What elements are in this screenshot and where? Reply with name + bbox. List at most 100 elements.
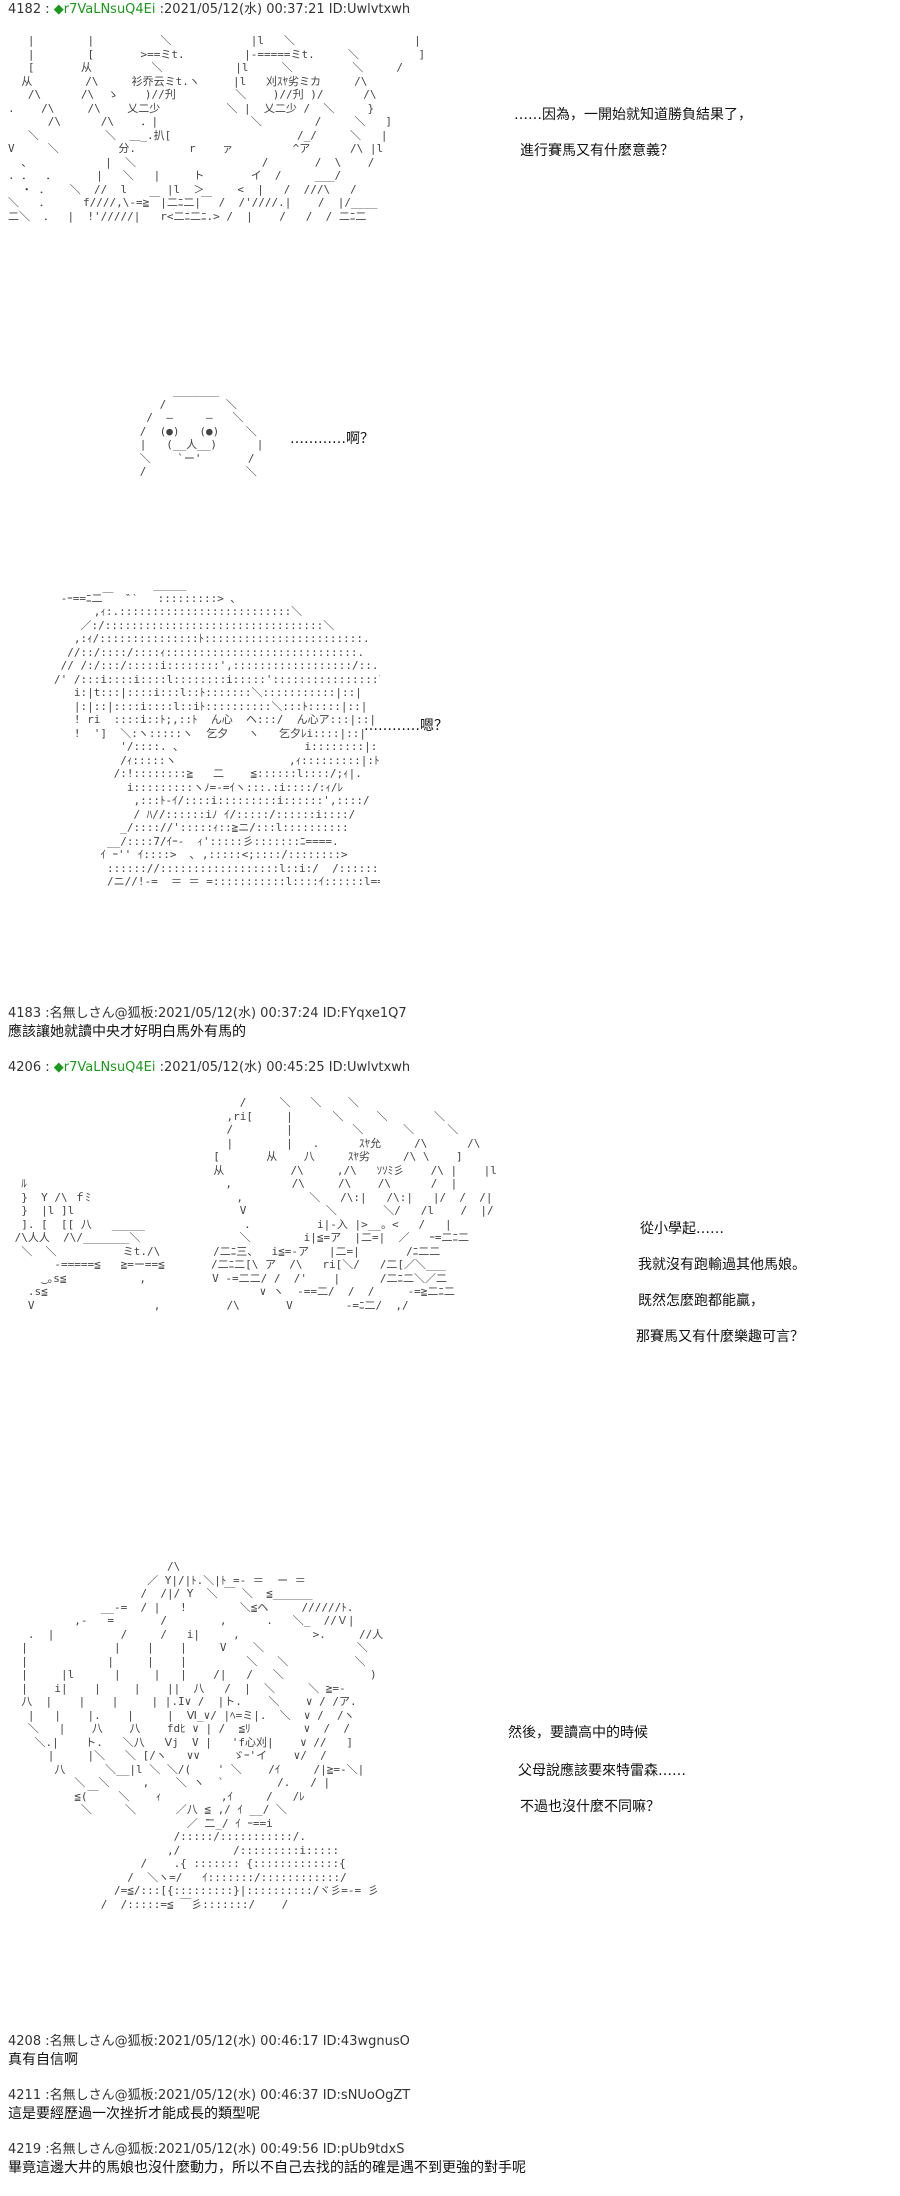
post-header: 4219 :名無しさん@狐板:2021/05/12(水) 00:49:56 ID… [8,2142,405,2157]
ascii-art-line: ,- = / , . ＼_ //Ｖ| [8,1614,355,1627]
ascii-art-line: / .{ ::::::: {:::::::::::::{ [8,1857,346,1870]
dialogue-line: ……因為，一開始就知道勝負結果了， [514,107,752,123]
ascii-art-line: ＼ `ー' / [100,451,255,465]
ascii-art-line: ｲ ｰ'' ｲ::::> ､ ,:::::<;::::/::::::::> [54,848,348,861]
ascii-art-line: ＼ ＼ ＿_.扒[ /_/ ＼ | [8,128,388,142]
ascii-art-line: /ｨ:::::ヽ ,ｨ:::::::::|:ﾄ. [54,753,380,767]
ascii-art-line: /' /:::i::::i::::l::::::::i:::::':::::::… [54,672,380,686]
ascii-art-line: /ニ//!-= ＝ ＝ =:::::::::::l::::ｲ::::::l===… [54,875,380,888]
ascii-art-line: ／ ̄二_/ ｲ ｰ==i [8,1816,273,1830]
post-header: 4206 : ◆r7VaLNsuQ4Ei :2021/05/12(水) 00:4… [8,1060,411,1075]
ascii-art-line: / /:::::=≦ ￣彡:::::::/ / [8,1897,289,1911]
ascii-art-girl-closeup: /\ ／ Y|/|ﾄ.＼|ﾄ =- ＝ ー ＝ / /|/ Y ＼ ￣ ＼ ≦_… [8,1560,498,1912]
ascii-art-line: / ＼ [100,465,257,478]
ascii-art-line: /\ /\ ゝ )//刋 ＼ )//刋 )/ /\ [8,88,377,101]
dialogue-line: 我就沒有跑輸過其他馬娘。 [638,1257,806,1273]
ascii-art-line: -=====≦ ≧=ー==≦ /二ﾆ二[\ ア /\ ri[＼/ /二[／＼__… [8,1258,446,1271]
ascii-art-line: / | ＼ ＼ ＼ [8,1123,459,1136]
ascii-art-line: /\ /\ ．| ＼ / ＼ ] [8,115,392,128]
ascii-art-line: ]. [ [[ 八 _____ . i|-入 |>__。< / | [8,1217,452,1231]
ascii-art-line: / /|/ Y ＼ ￣ ＼ ≦______ [8,1587,313,1600]
ascii-art-line: V , /\ V -=ﾆ二/ ,/ [8,1298,455,1312]
ascii-art-line: . ． ． | ＼ | ト イ / ___/ [8,169,342,182]
ascii-art-line: | | | | V ＼ ＼ [8,1641,368,1654]
ascii-art-line: 八 | | | | |.I∨ / |ト. ＼ ∨ / /ア. [8,1695,357,1708]
ascii-art-line: ‿｡s≦ , V -=二二/ / /' | /二ﾆ二＼／二 [8,1271,447,1285]
ascii-art-line: V ＼ 分. r ァ ^ア /\ |l [8,142,384,155]
ascii-art-line: |:|::|::::i::::l::iﾄ::::::::::＼:::ﾄ:::::… [54,699,368,713]
ascii-art-line: //::/::::/::::ｨ:::::::::::::::::::::::::… [54,645,365,659]
ascii-art-line: '/::::. ､ i::::::::|::ﾄ; [54,740,380,753]
ascii-art-line: | | | | ＼ ＼ ＼ [8,1654,366,1668]
post-header: 4208 :名無しさん@狐板:2021/05/12(水) 00:46:17 ID… [8,2034,410,2049]
dialogue-line: 既然怎麼跑都能贏， [638,1293,764,1309]
ascii-art-line: __-= / | ! ＼≦ヘ //////ﾄ. [8,1600,354,1614]
ascii-art-line: / ＼ ＼ ＼ [8,1096,359,1109]
dialogue-line: 那賽馬又有什麼樂趣可言？ [636,1329,804,1345]
ascii-art-line: ＼ | 八 八 fdﾋ ∨ | / ≦ﾘ ∨ / / [8,1722,351,1735]
ascii-art-line: 、 | ＼ / / \ / [8,155,375,169]
ascii-art-line: ,ri[ | ＼ ＼ ＼ [8,1109,445,1123]
post-body: 真有自信啊 [8,2052,78,2068]
ascii-art-line: / (●) (●) ＼ [100,424,257,438]
ascii-art-line: ,ｨ:.::::::::::::::::::::::::::＼ [54,605,303,618]
ascii-art-line: 二＼ ． | !'/////| r<二ﾆ二ﾆ.> / | / / / 二ﾆ二 [8,209,367,223]
ascii-art-line: ＼ ＼ ／八 ≦ ,/ ｲ __/ ＼ [8,1803,288,1816]
dialogue-line: 父母說應該要來特雷森…… [518,1763,686,1779]
trip-code: ◆r7VaLNsuQ4Ei [53,2,156,17]
ascii-art-line: ・ ． ＼ // l |l ＞ < | / ///\ / [8,182,357,196]
ascii-art-line: ≦(￣ ＼ ｨ ,ｲ / /ﾚ [8,1789,305,1803]
dialogue-line: …………啊？ [290,431,374,447]
ascii-art-line: /=≦/:::[{:::::::::}|::::::::::/ヾ彡=-= 彡 [8,1884,379,1897]
ascii-art-line: ／ Y|/|ﾄ.＼|ﾄ =- ＝ ー ＝ [8,1573,306,1587]
post-header: 4211 :名無しさん@狐板:2021/05/12(水) 00:46:37 ID… [8,2088,411,2103]
dialogue-line: …………嗯？ [364,718,448,734]
ascii-art-line: /:::::/:::::::::::/. [8,1830,307,1843]
ascii-art-line: i:::::::::ヽﾉ=-=ｲヽ:::.:i::::/:ｨ/ﾚ [54,780,344,794]
dialogue-line: 然後，要讀高中的時候 [508,1725,648,1741]
ascii-art-line: /\ [8,1560,181,1573]
ascii-art-line: 从 /\ ,/\ ｿｿﾐ彡 /\ | |l [8,1163,497,1177]
ascii-art-line: / ＼ [100,397,237,411]
ascii-art-line: 从 /\ 衫乔云ミt.ヽ |l 刈ｽﾔ劣ミカ /\ [8,74,368,88]
ascii-art-line: __/::::7/ｲｰ- ｨ':::::彡:::::::ﾆ====. [54,834,339,848]
ascii-art-line: ! ri ::::i::ﾄ;,::ﾄ ん心 ヘ:::/ ん心ア:::|::| [54,713,377,726]
ascii-art-line: ,:::ﾄ-ｲ/::::i:::::::::i::::::',::::/ [54,794,370,807]
ascii-art-line: | |l | | | /| / ＼ ) [8,1668,377,1681]
ascii-art-horse: | | ＼ |l ＼ | | [ >==ミt. |-=====ミt. ＼ ] [… [8,34,498,296]
ascii-art-line: ＼ ＼ , ＼ ヽ ` /. / | [8,1776,331,1789]
trip-code: ◆r7VaLNsuQ4Ei [53,1060,156,1075]
ascii-art-line: ＼.| ト. ＼八 Ⅴj V | 'f心刈| ∨ // ] [8,1735,354,1749]
ascii-art-girl: _____ -ｰ==ﾆ二￣ ‶‵ :::::::::> ､ ,ｨ:.::::::… [54,578,380,990]
ascii-art-line: | [ >==ミt. |-=====ミt. ＼ ] [8,47,426,61]
ascii-art-line: ! '] ＼:ヽ:::::ヽ 乞夕 ヽ 乞夕ﾚi::::|::| [54,726,367,740]
ascii-art-running-horse-girl: / ＼ ＼ ＼ ,ri[ | ＼ ＼ ＼ / | ＼ ＼ ＼ | | . ｽ [8,1096,648,1324]
post-header: 4183 :名無しさん@狐板:2021/05/12(水) 00:37:24 ID… [8,1006,407,1021]
dialogue-line: 進行賽馬又有什麼意義？ [520,143,674,159]
ascii-art-line: [ 从 ＼ |l ＼ ＼ / [8,61,403,74]
ascii-art-line: .s≦ ∨ ヽ ‐==二/ / / ‐=≧二ﾆ二 [8,1285,455,1298]
ascii-art-line: | | ＼ |l ＼ | [8,34,421,47]
ascii-art-line: . /\ /\ 乂二少 ＼ | 乂二少 / ＼ } [8,101,375,115]
ascii-art-line: _____ [54,578,187,591]
ascii-art-line: i:|t:::|::::i:::l::ﾄ:::::::＼:::::::::::|… [54,686,362,699]
ascii-art-line: ,:ｨ/:::::::::::::::ﾄ::::::::::::::::::::… [54,632,370,645]
ascii-art-line: | (__人__) | [100,438,264,451]
ascii-art-line: -ｰ==ﾆ二￣ ‶‵ :::::::::> ､ [54,591,236,605]
post-body: 畢竟這邊大井的馬娘也沒什麼動力，所以不自己去找的話的確是遇不到更強的對手呢 [8,2160,526,2176]
ascii-art-line: | |＼ ＼ [/ヽ ∨∨ ゞｰ'イ ∨/ / [8,1749,327,1762]
ascii-art-line: // /:/:::/:::::i::::::::',::::::::::::::… [54,659,379,672]
ascii-art-line: . | / / i| , >. //人 [8,1627,384,1641]
ascii-art-line: ／:/:::::::::::::::::::::::::::::::::＼ [54,618,335,632]
ascii-art-line: | | . ｽﾔ允 /\ /\ [8,1136,481,1150]
ascii-art-line: | | |. | | Ⅵ_∨/ |ﾍ=ミ|. ＼ ∨ / /ヽ [8,1708,355,1722]
ascii-art-line: 八 ＼__|l ＼ ＼/( ' ＼ /ｲ /|≧=-＼| [8,1762,365,1776]
ascii-art-line: /:!::::::::≧ 二 ≦::::::l::::/;ｨ|. [54,767,362,780]
ascii-art-line: } Y /\ ｆﾐ , ＼ /\:| /\:| |/ / /| [8,1190,493,1204]
ascii-art-line: / ― ― ＼ [100,411,244,424]
ascii-art-line: / ﾊ//::::::iﾉ ｲ/:::::/::::::i::::/ [54,807,356,821]
ascii-art-line: / ＼ヽ=/ ｲ:::::::/::::::::::::/ [8,1870,347,1884]
post-body: 這是要經歷過一次挫折才能成長的類型呢 [8,2106,260,2122]
ascii-art-line: :::::://::::::::::::::::::l::i:/ /::::::… [54,861,380,875]
post-header: 4182 : ◆r7VaLNsuQ4Ei :2021/05/12(水) 00:3… [8,2,411,17]
